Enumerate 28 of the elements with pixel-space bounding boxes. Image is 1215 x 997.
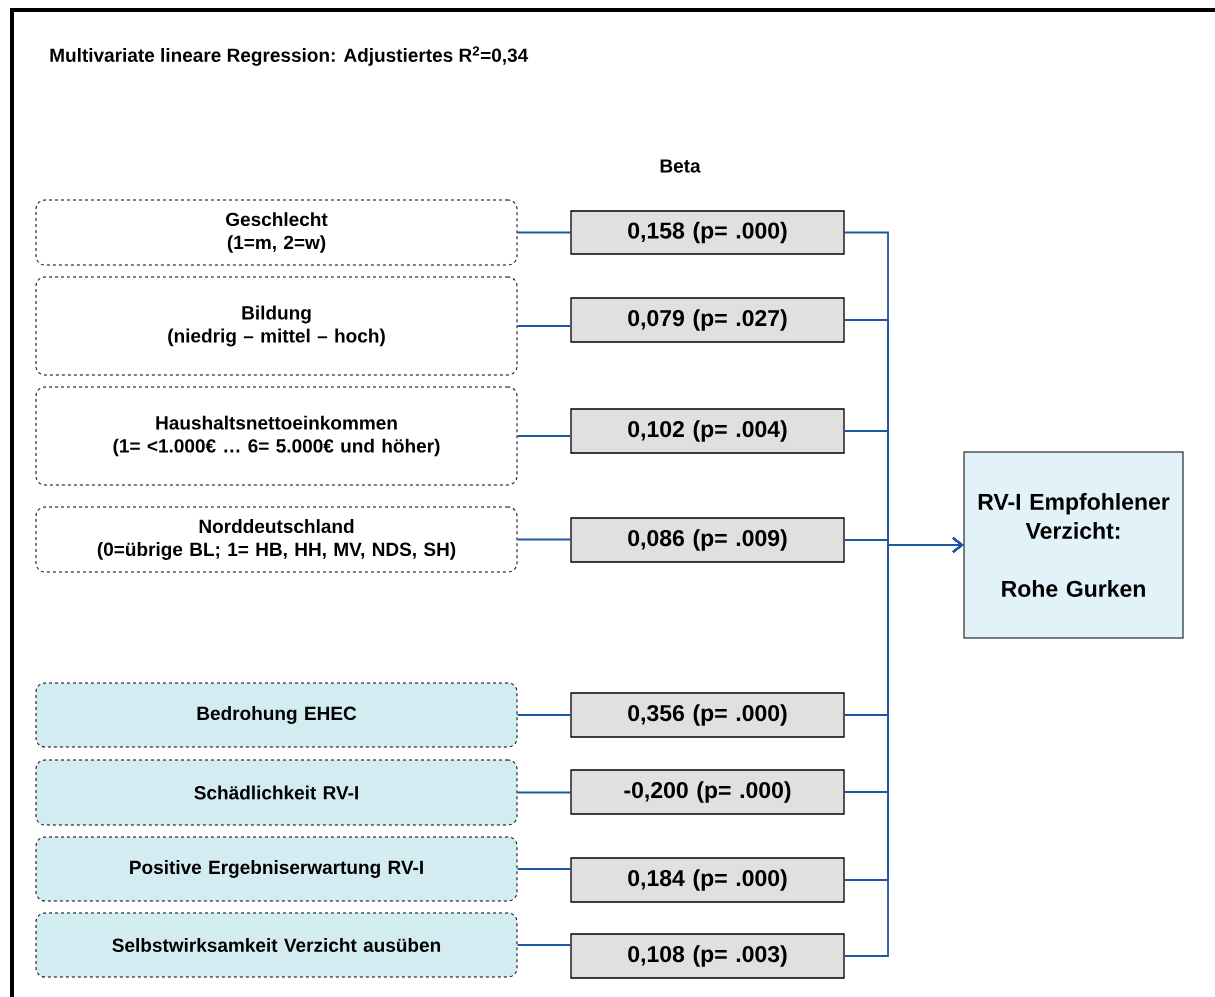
beta-box: 0,158 (p= .000) (570, 210, 845, 255)
beta-box: 0,356 (p= .000) (570, 692, 845, 738)
predictor-box: Bildung (niedrig – mittel – hoch) (35, 276, 518, 376)
predictor-box: Schädlichkeit RV-I (35, 759, 518, 826)
predictor-box: Haushaltsnettoeinkommen (1= <1.000€ … 6= 5.000€ und höher) (35, 386, 518, 486)
beta-box: 0,079 (p= .027) (570, 297, 845, 343)
predictor-box: Positive Ergebniserwartung RV-I (35, 836, 518, 902)
connector (843, 537, 964, 957)
predictor-box: Norddeutschland (0=übrige BL; 1= HB, HH, MV, NDS, SH) (35, 506, 518, 573)
beta-box: -0,200 (p= .000) (570, 769, 845, 815)
connector (516, 944, 572, 946)
connector (516, 714, 572, 716)
predictor-box: Geschlecht (1=m, 2=w) (35, 199, 518, 266)
connector (516, 435, 572, 437)
beta-box: 0,086 (p= .009) (570, 517, 845, 563)
predictor-box: Bedrohung EHEC (35, 682, 518, 748)
connector (516, 538, 572, 541)
connector (516, 791, 572, 794)
predictor-box: Selbstwirksamkeit Verzicht ausüben (35, 912, 518, 978)
beta-box: 0,108 (p= .003) (570, 933, 845, 979)
column-heading: Beta (660, 159, 701, 173)
connector (516, 325, 572, 327)
connector (516, 868, 572, 870)
title: Multivariate lineare Regression: Adjustiertes R$^{2}$=0,34 (50, 46, 529, 66)
beta-box: 0,102 (p= .004) (570, 408, 845, 454)
connector (516, 231, 572, 234)
outcome-box: RV-I Empfohlener Verzicht: Rohe Gurken (963, 451, 1184, 639)
beta-box: 0,184 (p= .000) (570, 857, 845, 903)
